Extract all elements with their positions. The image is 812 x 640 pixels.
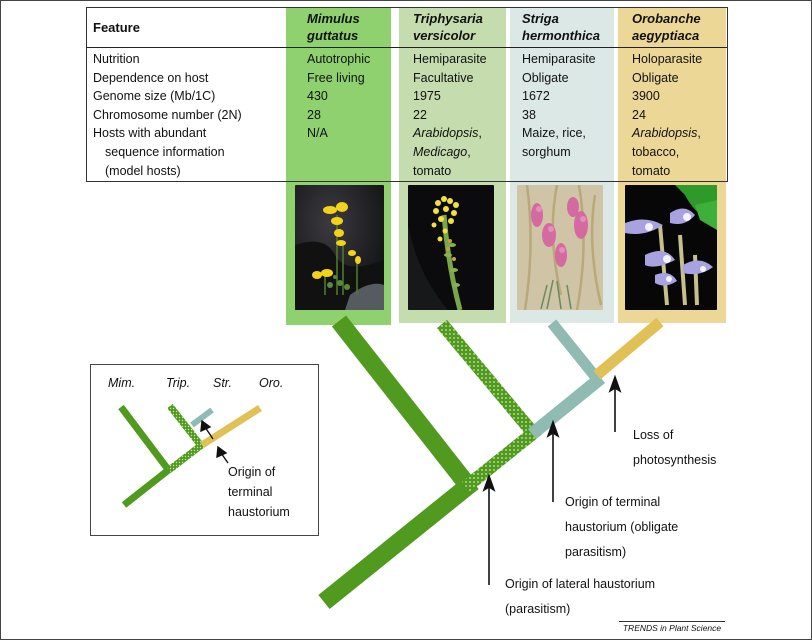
cell: Autotrophic — [307, 52, 371, 66]
values-triphysaria: Hemiparasite Facultative 1975 22 Arabido… — [413, 50, 487, 180]
arrow-head — [546, 419, 560, 438]
branch-mimulus — [331, 315, 478, 494]
feature-header: Feature — [93, 20, 140, 35]
inset-label-mimulus: Mim. — [108, 376, 136, 390]
inset-arrows — [200, 419, 229, 464]
feature-label: (model hosts) — [105, 163, 181, 178]
values-striga: Hemiparasite Obligate 1672 38 Maize, ric… — [522, 50, 596, 162]
feature-label: Nutrition — [93, 52, 140, 66]
cell: 3900 — [632, 89, 660, 104]
cell: 22 — [413, 107, 427, 122]
feature-label: Chromosome number (2N) — [93, 107, 242, 122]
branch-obligate-stem — [527, 372, 606, 440]
inset-branch-striga — [190, 407, 214, 428]
inset-branch-triphysaria — [167, 403, 205, 450]
cell: N/A — [307, 126, 328, 141]
inset-branch-mimulus — [118, 404, 173, 475]
feature-label: Genome size (Mb/1C) — [93, 89, 216, 104]
inset-label-orobanche: Oro. — [259, 376, 284, 390]
cell: 430 — [307, 89, 328, 104]
cell: Medicago, — [413, 144, 471, 159]
branch-striga — [547, 319, 603, 384]
feature-labels: Nutrition Dependence on host Genome size… — [93, 50, 242, 180]
cell: 28 — [307, 107, 321, 122]
cell: Arabidopsis, — [413, 126, 482, 141]
cell: 1975 — [413, 89, 441, 104]
cell: sorghum — [522, 144, 571, 159]
cell: Arabidopsis, — [632, 126, 701, 141]
feature-table — [86, 7, 728, 182]
branch-triphysaria — [437, 319, 538, 438]
arrow-head — [216, 445, 228, 459]
annotation-lateral-haustorium: Origin of lateral haustorium (parasitism… — [505, 577, 656, 616]
inset-label-striga: Str. — [213, 376, 232, 390]
feature-label: Dependence on host — [93, 70, 209, 85]
values-orobanche: Holoparasite Obligate 3900 24 Arabidopsi… — [632, 50, 702, 180]
inset-branch-parasite-stem — [166, 441, 206, 473]
triphysaria-photo — [408, 185, 494, 310]
annotation-loss-photosynthesis: Loss of photosynthesis — [633, 428, 717, 467]
cell: Hemiparasite — [522, 52, 596, 66]
striga-photo — [517, 185, 603, 310]
mimulus-photo — [295, 185, 384, 310]
header-divider — [86, 47, 727, 48]
cell: Holoparasite — [632, 52, 703, 66]
annotation-arrows — [482, 374, 622, 585]
main-tree — [318, 315, 664, 610]
branch-orobanche — [593, 317, 664, 380]
inset-branch-orobanche — [200, 405, 262, 448]
inset-label-triphysaria: Trip. — [166, 376, 191, 390]
branch-parasite-stem — [461, 424, 542, 493]
cell: 24 — [632, 107, 646, 122]
cell: tobacco, — [632, 144, 680, 159]
arrow-head — [608, 374, 622, 393]
orobanche-photo — [625, 185, 717, 310]
cell: 38 — [522, 107, 536, 122]
cell: Obligate — [522, 70, 569, 85]
inset-tree — [118, 403, 262, 508]
inset-branch-root — [121, 465, 174, 508]
cell: 1672 — [522, 89, 550, 104]
cell: Facultative — [413, 70, 474, 85]
arrow-head — [200, 419, 212, 433]
cell: Free living — [307, 70, 365, 85]
feature-label: Hosts with abundant — [93, 126, 207, 141]
inset-annotation: Origin of terminal haustorium — [228, 465, 290, 519]
arrow-head — [482, 473, 496, 492]
annotation-terminal-haustorium: Origin of terminal haustorium (obligate … — [565, 495, 679, 559]
alternative-tree-inset: Mim. Trip. Str. Oro. Origin of terminal … — [90, 364, 319, 536]
cell: tomato — [632, 163, 671, 178]
feature-label: sequence information — [105, 144, 225, 159]
cell: Maize, rice, — [522, 126, 586, 141]
cell: Hemiparasite — [413, 52, 487, 66]
cell: Obligate — [632, 70, 679, 85]
values-mimulus: Autotrophic Free living 430 28 N/A — [307, 50, 370, 143]
journal-credit: TRENDS in Plant Science — [619, 621, 725, 633]
cell: tomato — [413, 163, 452, 178]
branch-root — [318, 474, 479, 610]
